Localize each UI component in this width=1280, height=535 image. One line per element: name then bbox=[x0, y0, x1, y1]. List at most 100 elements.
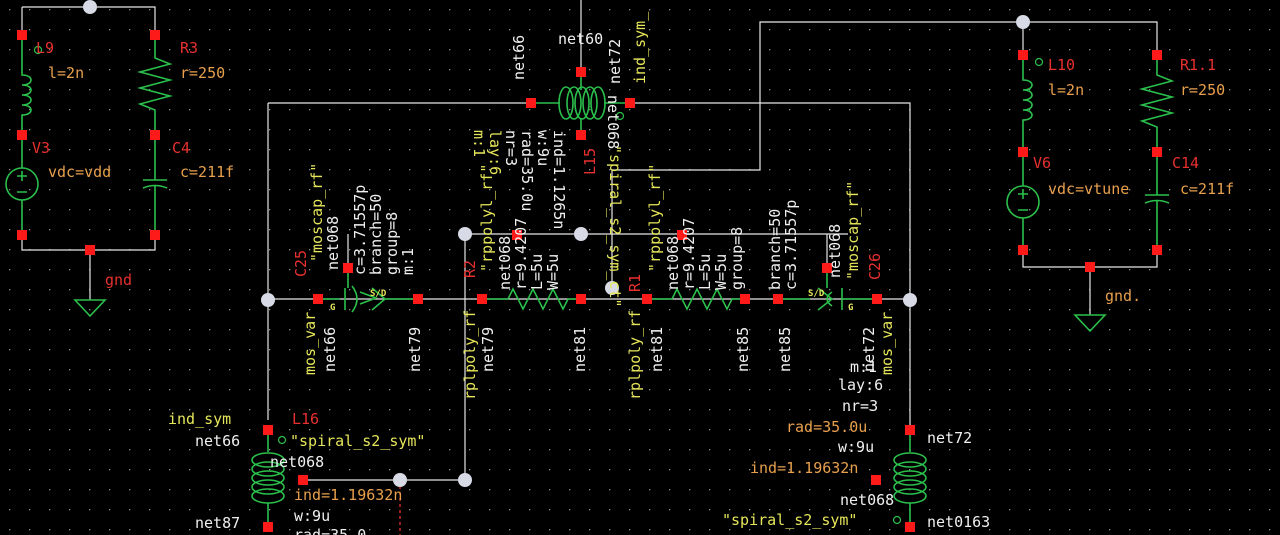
cell-ind-sym-top: ind_sym_ bbox=[631, 11, 649, 84]
resistor-r1-symbol[interactable] bbox=[647, 287, 743, 311]
cell-moscap-right: "moscap_rf" bbox=[844, 181, 862, 280]
param-r3: r=250 bbox=[180, 64, 225, 82]
resistor-r3-symbol[interactable] bbox=[136, 40, 174, 135]
cell-mos-var-left: mos_var bbox=[301, 312, 319, 375]
net068-l16: net068 bbox=[270, 453, 324, 471]
net66-mid: net66 bbox=[321, 327, 339, 372]
net068-top: net068 bbox=[604, 95, 622, 149]
param-v3: vdc=vdd bbox=[48, 163, 111, 181]
inductor-l9-symbol[interactable] bbox=[21, 40, 32, 135]
net72-mid: net72 bbox=[860, 327, 878, 372]
net79-b: net79 bbox=[479, 327, 497, 372]
param-nr-right: nr=3 bbox=[842, 397, 878, 415]
cell-moscap-left: "moscap_rf" bbox=[308, 163, 326, 262]
param-ind-right: ind=1.19632n bbox=[750, 459, 858, 477]
pins[interactable] bbox=[17, 30, 1162, 532]
inst-r3: R3 bbox=[180, 39, 198, 57]
net0163: net0163 bbox=[927, 513, 990, 531]
net66-l16: net66 bbox=[195, 432, 240, 450]
inst-c14: C14 bbox=[1172, 154, 1199, 172]
inst-v6: V6 bbox=[1033, 154, 1051, 172]
param-m-top: m:1 bbox=[470, 130, 488, 157]
net068-l: net068 bbox=[840, 491, 894, 509]
param-rad-top: rad=35.0u bbox=[518, 130, 536, 211]
pin-sd-right: S/D bbox=[808, 289, 825, 299]
param-c-right: c=3.71557p bbox=[782, 200, 800, 290]
cell-spiral-left: "spiral_s2_sym" bbox=[290, 432, 425, 450]
param-nr-top: nr=3 bbox=[502, 130, 520, 166]
pin-g-right: G bbox=[848, 303, 853, 313]
param-c4: c=211f bbox=[180, 163, 234, 181]
net87: net87 bbox=[195, 514, 240, 532]
inst-r11: R1.1 bbox=[1180, 56, 1216, 74]
junction-nodes[interactable] bbox=[83, 0, 1030, 487]
net068-c25: net068 bbox=[324, 216, 342, 270]
inst-c26: C26 bbox=[866, 253, 884, 280]
inst-c25: C25 bbox=[292, 250, 310, 277]
param-c-left: c=3.71557p bbox=[351, 185, 369, 275]
net068-r2: net068 bbox=[496, 236, 514, 290]
resistor-r11-symbol[interactable] bbox=[1138, 55, 1176, 152]
inst-r2: R2 bbox=[461, 260, 479, 278]
param-lay-top: lay:6 bbox=[486, 130, 504, 175]
param-ind-top: ind=1.1265n bbox=[550, 130, 568, 229]
param-group-left: group=8 bbox=[383, 212, 401, 275]
cell-rplpoly-b: rplpoly_rf bbox=[626, 310, 644, 400]
inst-c4: C4 bbox=[172, 139, 190, 157]
resistor-r2-symbol[interactable] bbox=[482, 287, 581, 311]
capacitor-c4-symbol[interactable] bbox=[142, 135, 168, 235]
net72-l: net72 bbox=[927, 429, 972, 447]
param-lay-right: lay:6 bbox=[838, 376, 883, 394]
net81-b: net81 bbox=[648, 327, 666, 372]
net068-c26: net068 bbox=[826, 224, 844, 278]
param-group-right: group=8 bbox=[728, 227, 746, 290]
net72-top: net72 bbox=[606, 39, 624, 84]
net66-top: net66 bbox=[510, 35, 528, 80]
param-m-left: m:1 bbox=[399, 248, 417, 275]
param-ind-left: ind=1.19632n bbox=[294, 486, 402, 504]
param-m-right: m:1 bbox=[850, 358, 877, 376]
cell-spiral-right: "spiral_s2_sym" bbox=[722, 511, 857, 529]
ground-right-symbol bbox=[1073, 314, 1107, 333]
net85-a: net85 bbox=[734, 327, 752, 372]
param-c14: c=211f bbox=[1180, 180, 1234, 198]
param-w-r2: W=5u bbox=[544, 254, 562, 290]
inst-l10: L10 bbox=[1048, 56, 1075, 74]
vsource-v3-symbol[interactable] bbox=[5, 135, 39, 235]
param-rad-left: rad=35.0 bbox=[294, 526, 366, 535]
cell-spiral-top: "spiral_s2_sym_ct" bbox=[606, 145, 624, 308]
param-w-left: w:9u bbox=[294, 507, 330, 525]
capacitor-c14-symbol[interactable] bbox=[1144, 152, 1170, 250]
pin-sd-left: S/D bbox=[370, 289, 387, 299]
param-l-r1: L=5u bbox=[696, 254, 714, 290]
ground-left-symbol bbox=[73, 299, 107, 318]
pin-g-left: G bbox=[330, 303, 335, 313]
param-r11: r=250 bbox=[1180, 81, 1225, 99]
param-l-r2: L=5u bbox=[528, 254, 546, 290]
net-gnd-right: gnd. bbox=[1105, 287, 1141, 305]
param-r-r1: r=9.4207 bbox=[680, 218, 698, 290]
cell-rppoly-r2: "rppolyl_rf" bbox=[478, 164, 496, 272]
inductor-right-bottom-symbol[interactable] bbox=[892, 430, 927, 525]
cell-ind-sym-left: ind_sym bbox=[168, 410, 231, 428]
param-l10: l=2n bbox=[1048, 81, 1084, 99]
net79-a: net79 bbox=[406, 327, 424, 372]
cell-rppoly-r1: "rppolyl_rf" bbox=[646, 164, 664, 272]
param-w-top: w:9u bbox=[534, 130, 552, 166]
param-w-right: w:9u bbox=[838, 438, 874, 456]
vsource-v6-symbol[interactable] bbox=[1006, 152, 1040, 250]
inst-v3: V3 bbox=[32, 139, 50, 157]
param-l9: l=2n bbox=[48, 64, 84, 82]
param-r-r2: r=9.4207 bbox=[512, 218, 530, 290]
net81-a: net81 bbox=[571, 327, 589, 372]
param-rad-right: rad=35.0u bbox=[786, 418, 867, 436]
net60-top: net60 bbox=[558, 30, 603, 48]
inductor-l10-symbol[interactable] bbox=[1022, 55, 1033, 152]
net068-r1: net068 bbox=[664, 236, 682, 290]
inst-l16: L16 bbox=[292, 410, 319, 428]
net85-b: net85 bbox=[776, 327, 794, 372]
inst-l9: L9 bbox=[36, 39, 54, 57]
param-branch-left: branch=50 bbox=[367, 194, 385, 275]
inst-r1: R1 bbox=[626, 274, 644, 292]
